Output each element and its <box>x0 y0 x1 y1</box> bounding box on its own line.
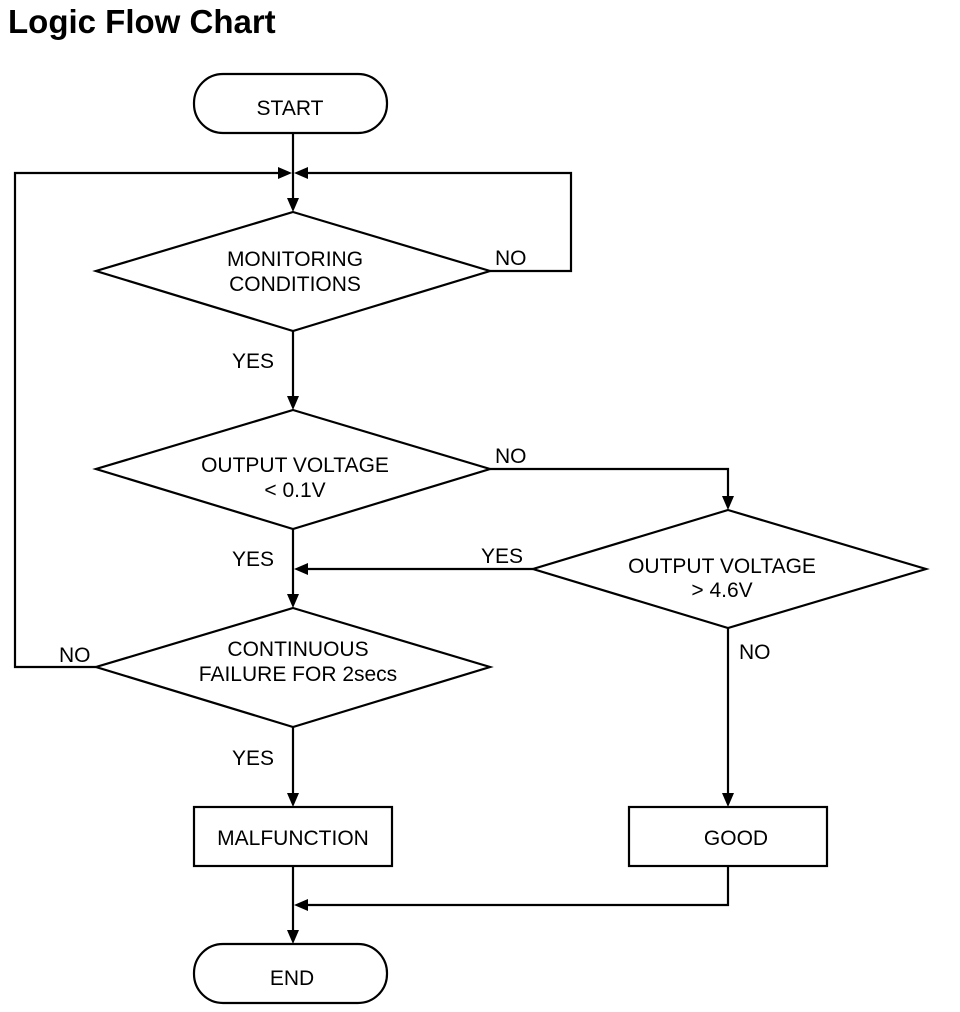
arrowhead-malfunction-top <box>287 793 299 807</box>
decision-continuous-failure: CONTINUOUS FAILURE FOR 2secs <box>92 606 494 729</box>
edge-labels: NO YES NO YES YES NO NO YES <box>59 247 771 770</box>
arrowhead-high-yes <box>294 563 308 575</box>
decision-monitoring-conditions: MONITORING CONDITIONS <box>92 210 494 333</box>
continuous-label-line-1: CONTINUOUS <box>227 638 368 661</box>
decision-output-voltage-low: OUTPUT VOLTAGE < 0.1V <box>92 408 494 531</box>
edge-label-continuous-no: NO <box>59 644 91 667</box>
high-voltage-label-line-1: OUTPUT VOLTAGE <box>628 555 816 578</box>
decision-output-voltage-high: OUTPUT VOLTAGE > 4.6V <box>529 508 930 630</box>
connector-good-to-merge <box>306 866 730 907</box>
edge-label-low-yes: YES <box>232 548 274 571</box>
connector-monitoring-no-loop <box>306 171 573 273</box>
arrowhead-merge <box>294 899 308 911</box>
edge-label-high-yes: YES <box>481 545 523 568</box>
arrowhead-low-voltage-top <box>287 396 299 410</box>
edge-label-monitoring-no: NO <box>495 247 527 270</box>
malfunction-box: MALFUNCTION <box>192 805 394 868</box>
end-terminator: END <box>192 942 389 1005</box>
arrowhead-loop-right <box>294 167 308 179</box>
end-label: END <box>270 967 314 990</box>
edge-label-low-no: NO <box>495 445 527 468</box>
connector-continuous-no-loop <box>13 171 280 669</box>
monitoring-label-line-2: CONDITIONS <box>229 273 361 296</box>
good-box: GOOD <box>627 805 829 868</box>
start-label: START <box>257 97 324 120</box>
arrowhead-end-top <box>287 930 299 944</box>
malfunction-label: MALFUNCTION <box>217 827 369 850</box>
arrowheads <box>278 167 734 944</box>
arrowhead-good-top <box>722 793 734 807</box>
monitoring-label-line-1: MONITORING <box>227 248 363 271</box>
arrowhead-loop-left <box>278 167 292 179</box>
edge-label-high-no: NO <box>739 641 771 664</box>
arrowhead-continuous-top <box>287 594 299 608</box>
arrowhead-high-voltage-top <box>722 496 734 510</box>
high-voltage-label-line-2: > 4.6V <box>691 579 752 602</box>
arrowhead-monitoring-top <box>287 198 299 212</box>
continuous-label-line-2: FAILURE FOR 2secs <box>199 663 397 686</box>
page-title: Logic Flow Chart <box>8 3 276 40</box>
connector-low-no-to-high-voltage <box>490 467 730 498</box>
good-label: GOOD <box>704 827 768 850</box>
start-terminator: START <box>192 72 389 135</box>
low-voltage-label-line-2: < 0.1V <box>264 479 325 502</box>
edge-label-continuous-yes: YES <box>232 747 274 770</box>
connectors <box>13 133 730 932</box>
low-voltage-label-line-1: OUTPUT VOLTAGE <box>201 454 389 477</box>
edge-label-monitoring-yes: YES <box>232 350 274 373</box>
